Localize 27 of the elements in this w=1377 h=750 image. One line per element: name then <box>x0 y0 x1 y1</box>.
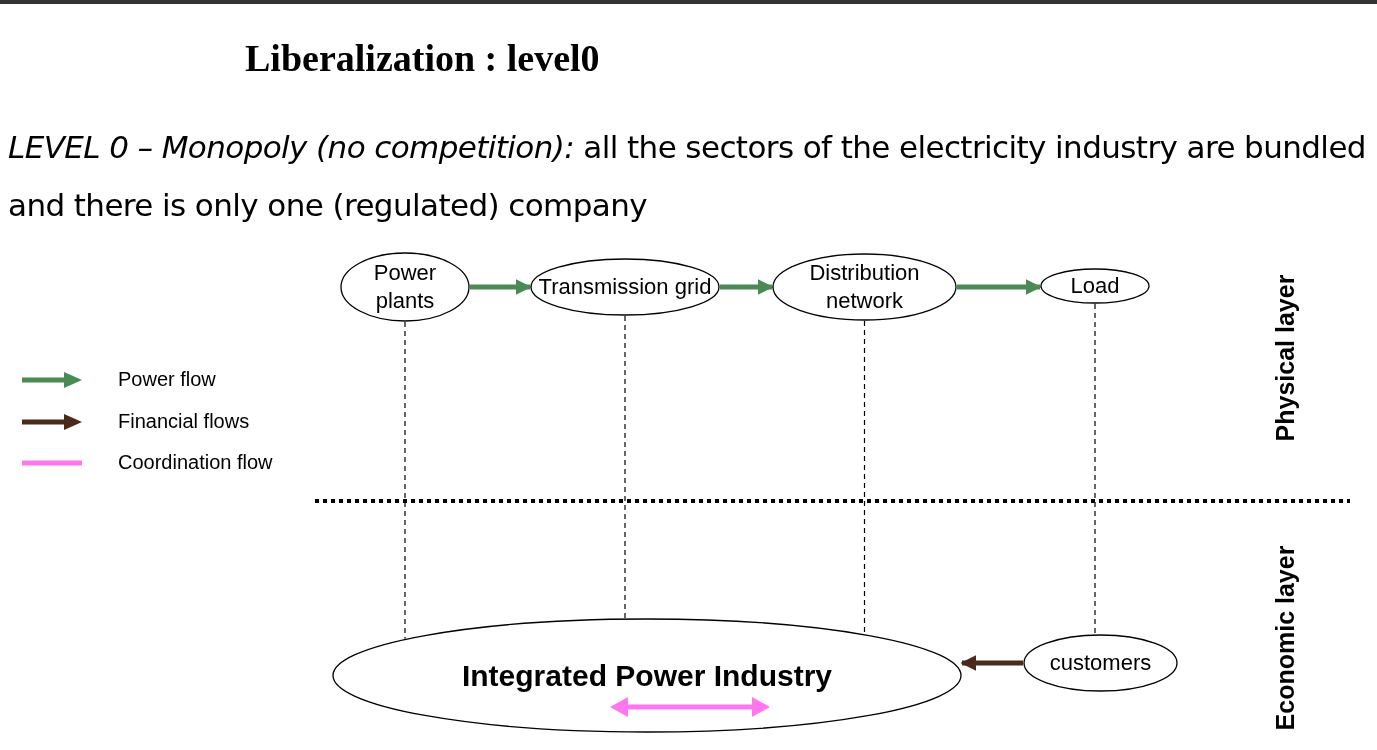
layer-label: Economic layer <box>1270 545 1300 731</box>
arrow <box>960 655 1023 671</box>
node-label: Integrated Power Industry <box>461 661 833 690</box>
node-label: customers <box>1049 649 1152 677</box>
node-label: Transmission grid <box>538 273 712 301</box>
slide-title: Liberalization : level0 <box>245 36 600 80</box>
description-text: LEVEL 0 – Monopoly (no competition): all the sectors of the electricity industry are bundled and there is only one (regulated) company <box>8 128 1367 225</box>
legend-text: Power flow <box>118 368 216 391</box>
ellipse-node <box>530 258 720 316</box>
dashed-line <box>404 321 406 640</box>
node-label: Power plants <box>372 259 438 315</box>
node-label: Load <box>1070 272 1120 300</box>
layer-label: Physical layer <box>1270 274 1300 442</box>
ellipse-node <box>772 253 957 321</box>
node-label: Distribution network <box>808 259 921 315</box>
ellipse-node <box>1023 634 1178 692</box>
arrow <box>720 279 774 295</box>
arrow <box>470 279 532 295</box>
dashed-line <box>1094 303 1096 635</box>
ellipse-node <box>1040 268 1150 304</box>
dashed-line <box>863 320 866 635</box>
dashed-line <box>624 315 626 619</box>
ellipse-node <box>332 618 962 733</box>
arrow <box>957 279 1042 295</box>
ellipse-node <box>340 252 470 322</box>
legend-text: Coordination flow <box>118 451 273 474</box>
legend-text: Financial flows <box>118 410 250 433</box>
